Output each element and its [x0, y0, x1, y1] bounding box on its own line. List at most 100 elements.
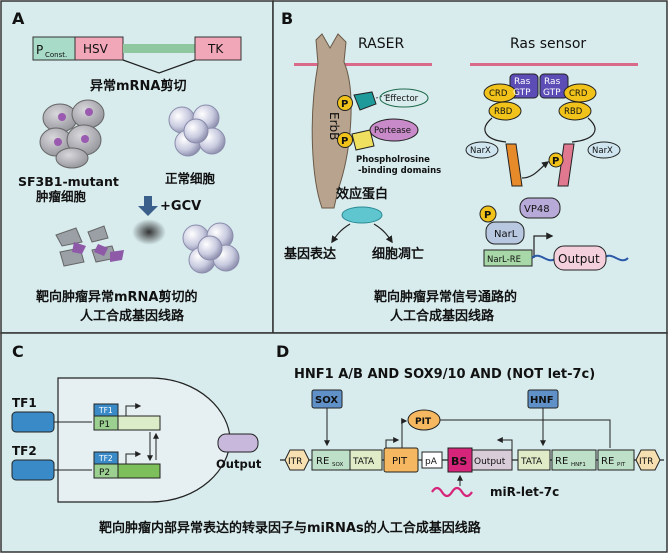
logic-title: HNF1 A/B AND SOX9/10 AND (NOT let-7c) — [294, 367, 595, 382]
hsv-label: HSV — [83, 42, 109, 56]
panel-b: B RASER Ras sensor ErbB P P Effector Por… — [281, 9, 638, 324]
promoter-const: Const. — [45, 51, 67, 59]
effector-label: Effector — [385, 94, 419, 104]
re-hnf1-label: RE — [555, 456, 568, 467]
effect-protein-shape — [341, 206, 383, 224]
narx-p: P — [552, 156, 559, 167]
bottom-caption: 靶向肿瘤内部异常表达的转录因子与miRNAs的人工合成基因线路 — [99, 520, 482, 536]
narl-p: P — [484, 210, 491, 221]
pit-gene-label: PIT — [392, 456, 408, 467]
rbd-label-right: RBD — [564, 107, 583, 117]
pa-label: pA — [425, 457, 438, 467]
panel-c-label: C — [12, 342, 24, 361]
output-label-d: Output — [474, 457, 506, 467]
normal-cell-cluster — [168, 104, 226, 157]
effector-link — [375, 94, 391, 99]
re-sox-label: RE — [316, 456, 329, 467]
promoter-arrow-1 — [125, 403, 142, 416]
ptb-domain — [351, 129, 375, 151]
mirna-squiggle — [431, 486, 473, 498]
tf1-box — [11, 411, 55, 433]
itr-right — [635, 449, 661, 471]
erbb-receptor — [311, 33, 352, 209]
crd-label-left: CRD — [489, 89, 508, 99]
mutant-label-2: 肿瘤细胞 — [36, 189, 87, 204]
narx-left-shape — [505, 143, 523, 187]
gtp-label-2: GTP — [543, 88, 561, 98]
promoter-arrow-2 — [125, 451, 142, 464]
ras-label-1: Ras — [514, 77, 531, 87]
re-pit-label: RE — [601, 456, 614, 467]
tk-label: TK — [207, 42, 224, 56]
narx-right-label: NarX — [592, 146, 613, 156]
tk-box — [194, 36, 242, 61]
pa-box — [421, 451, 443, 469]
arrow-gene-expr — [331, 223, 351, 244]
surviving-normal-cells — [182, 222, 240, 274]
tf2-site-label: TF2 — [98, 454, 113, 463]
panel-b-label: B — [281, 9, 293, 28]
protease-label: Portease — [374, 126, 411, 136]
output-label-b: Output — [558, 252, 600, 266]
rbd-label-left: RBD — [494, 107, 513, 117]
membrane-left — [294, 63, 432, 66]
narx-left-label: NarX — [470, 146, 491, 156]
bs-label: BS — [451, 455, 467, 468]
panel-c: C TF1 TF2 TF1 P1 TF2 P2 Output — [11, 342, 262, 503]
transcription-arrow — [533, 232, 554, 258]
p2-label: P2 — [99, 468, 110, 478]
pit-to-re-line — [440, 419, 611, 448]
itr-right-label: ITR — [639, 457, 653, 467]
output-box-d — [471, 449, 513, 471]
vp48-label: VP48 — [524, 204, 550, 215]
mutant-label-1: SF3B1-mutant — [18, 174, 119, 189]
narl-phospho — [479, 205, 497, 223]
output-box-b — [553, 245, 607, 271]
panel-d-label: D — [276, 342, 289, 361]
gcv-label: +GCV — [160, 199, 201, 214]
tf1-site-label: TF1 — [98, 406, 113, 415]
phospho-p-1: P — [341, 99, 348, 110]
p1-label: P1 — [99, 420, 110, 430]
narx-phospho — [548, 152, 564, 168]
narl-label: NarL — [494, 229, 518, 240]
narl-box — [485, 221, 525, 245]
intron-bar — [123, 44, 195, 53]
effector-oval — [379, 88, 429, 108]
splice-text: 异常mRNA剪切 — [90, 78, 187, 94]
gene-1-box — [117, 415, 161, 431]
tata-label-1: TATA — [352, 457, 375, 467]
gene-expr-label: 基因表达 — [283, 246, 336, 262]
bs-box — [447, 447, 473, 473]
tf2-box — [11, 459, 55, 481]
tata-box-2 — [517, 449, 551, 471]
ptb-label-2: -binding domains — [358, 166, 441, 176]
down-arrow-icon — [138, 196, 158, 216]
panel-a-label: A — [12, 9, 25, 28]
output-box-c — [217, 433, 259, 453]
ras-label-2: Ras — [544, 77, 561, 87]
panel-d: D HNF1 A/B AND SOX9/10 AND (NOT let-7c) … — [276, 342, 664, 499]
pit-feedback-line — [401, 418, 408, 448]
phospho-site-1 — [337, 95, 353, 111]
phospho-site-2 — [337, 132, 353, 148]
mutant-cell-cluster — [39, 99, 105, 169]
dead-cell-fragments — [55, 225, 124, 267]
normal-label: 正常细胞 — [165, 171, 216, 186]
output-promoter-arrow — [496, 437, 513, 450]
tata-label-2: TATA — [520, 457, 543, 467]
output-label-c: Output — [216, 457, 262, 471]
ras-complex — [483, 73, 597, 121]
mirna-label: miR-let-7c — [490, 485, 559, 499]
tf2-label: TF2 — [12, 444, 37, 458]
effector-shape — [353, 91, 377, 111]
re-pit-sub: PIT — [617, 462, 626, 468]
and-gate — [57, 377, 231, 503]
protease-shape — [369, 118, 419, 142]
pit-protein-label: PIT — [415, 417, 432, 427]
panel-a-caption-2: 人工合成基因线路 — [80, 308, 185, 324]
crd-label-right: CRD — [569, 89, 588, 99]
tf1-label: TF1 — [12, 396, 37, 410]
erbb-label: ErbB — [327, 112, 341, 140]
phospho-transfer-arrow — [521, 161, 550, 179]
